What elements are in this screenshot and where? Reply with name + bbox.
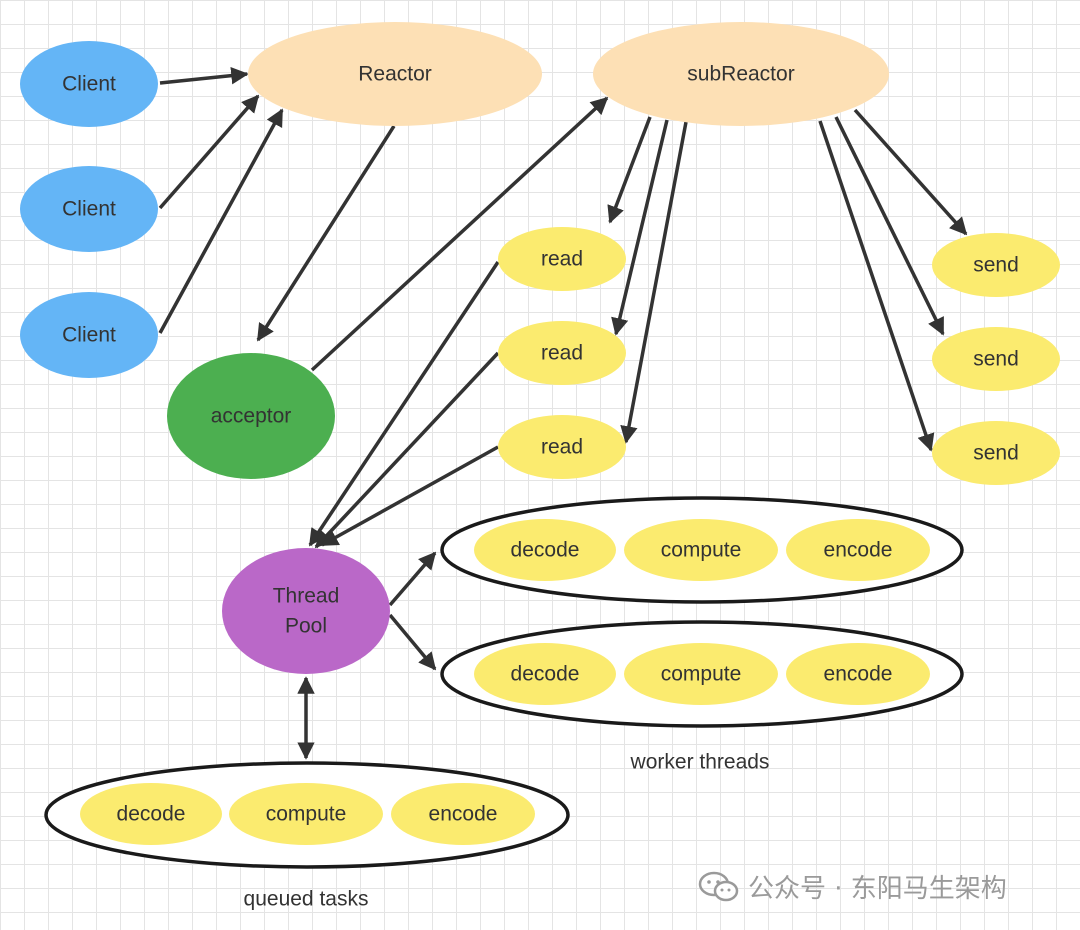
read-label-3: read	[541, 436, 583, 459]
task-decode: decode	[80, 783, 222, 845]
read-node-2: read	[498, 321, 626, 385]
watermark-text: 公众号 · 东阳马生架构	[748, 874, 1007, 904]
acceptor-label: acceptor	[211, 405, 292, 428]
task-decode: decode	[474, 643, 616, 705]
task-encode: encode	[786, 643, 930, 705]
arrow-threadpool-to-worker-group-2	[388, 613, 437, 671]
task-label: encode	[824, 539, 893, 562]
arrow-subreactor-to-send1	[853, 108, 968, 236]
read-node-1: read	[498, 227, 626, 291]
task-label: decode	[511, 663, 580, 686]
client-label-2: Client	[62, 198, 116, 221]
client-node-1: Client	[20, 41, 158, 127]
task-compute: compute	[624, 519, 778, 581]
arrow-acceptor-to-subreactor	[310, 96, 609, 372]
arrows	[158, 66, 968, 760]
queued-tasks-caption: queued tasks	[244, 888, 369, 911]
client-node-3: Client	[20, 292, 158, 378]
thread-pool-node: Thread Pool	[222, 548, 390, 674]
task-label: compute	[661, 539, 742, 562]
wechat-icon	[698, 871, 739, 901]
queued-tasks-group: decode compute encode	[80, 783, 535, 845]
subreactor-label: subReactor	[687, 63, 794, 86]
subreactor-node: subReactor	[593, 22, 889, 126]
arrow-read3-to-threadpool	[320, 445, 499, 547]
task-decode: decode	[474, 519, 616, 581]
arrow-subreactor-to-read1	[607, 116, 652, 224]
worker-thread-group-1: decode compute encode	[474, 519, 930, 581]
send-node-2: send	[932, 327, 1060, 391]
read-label-1: read	[541, 248, 583, 271]
worker-threads-caption: worker threads	[630, 751, 770, 774]
task-label: encode	[429, 803, 498, 826]
send-node-3: send	[932, 421, 1060, 485]
reactor-node: Reactor	[248, 22, 542, 126]
task-label: compute	[266, 803, 347, 826]
watermark: 公众号 · 东阳马生架构	[698, 868, 1007, 905]
arrow-subreactor-to-send3	[818, 120, 935, 452]
send-label-1: send	[973, 254, 1019, 277]
arrow-read2-to-threadpool	[314, 351, 500, 549]
arrow-client2-to-reactor	[158, 94, 260, 210]
arrow-reactor-to-acceptor	[256, 125, 396, 342]
arrow-client1-to-reactor	[159, 66, 249, 85]
arrow-subreactor-to-read2	[611, 119, 669, 336]
thread-pool-label-line-2: Pool	[285, 615, 327, 638]
acceptor-node: acceptor	[167, 353, 335, 479]
read-node-3: read	[498, 415, 626, 479]
arrow-threadpool-to-worker-group-1	[388, 551, 437, 607]
task-encode: encode	[786, 519, 930, 581]
client-node-2: Client	[20, 166, 158, 252]
task-encode: encode	[391, 783, 535, 845]
reactor-label: Reactor	[358, 63, 432, 86]
send-node-1: send	[932, 233, 1060, 297]
arrow-subreactor-to-send2	[834, 116, 945, 336]
worker-thread-group-2: decode compute encode	[474, 643, 930, 705]
arrow-client3-to-reactor	[158, 108, 284, 334]
task-label: decode	[511, 539, 580, 562]
send-label-2: send	[973, 348, 1019, 371]
task-label: compute	[661, 663, 742, 686]
client-label-3: Client	[62, 324, 116, 347]
thread-pool-label-line-1: Thread	[273, 585, 340, 608]
arrow-read1-to-threadpool	[308, 261, 500, 547]
send-label-3: send	[973, 442, 1019, 465]
task-compute: compute	[624, 643, 778, 705]
arrow-subreactor-to-read3	[620, 121, 688, 444]
task-label: encode	[824, 663, 893, 686]
task-label: decode	[117, 803, 186, 826]
task-compute: compute	[229, 783, 383, 845]
read-label-2: read	[541, 342, 583, 365]
client-label-1: Client	[62, 73, 116, 96]
